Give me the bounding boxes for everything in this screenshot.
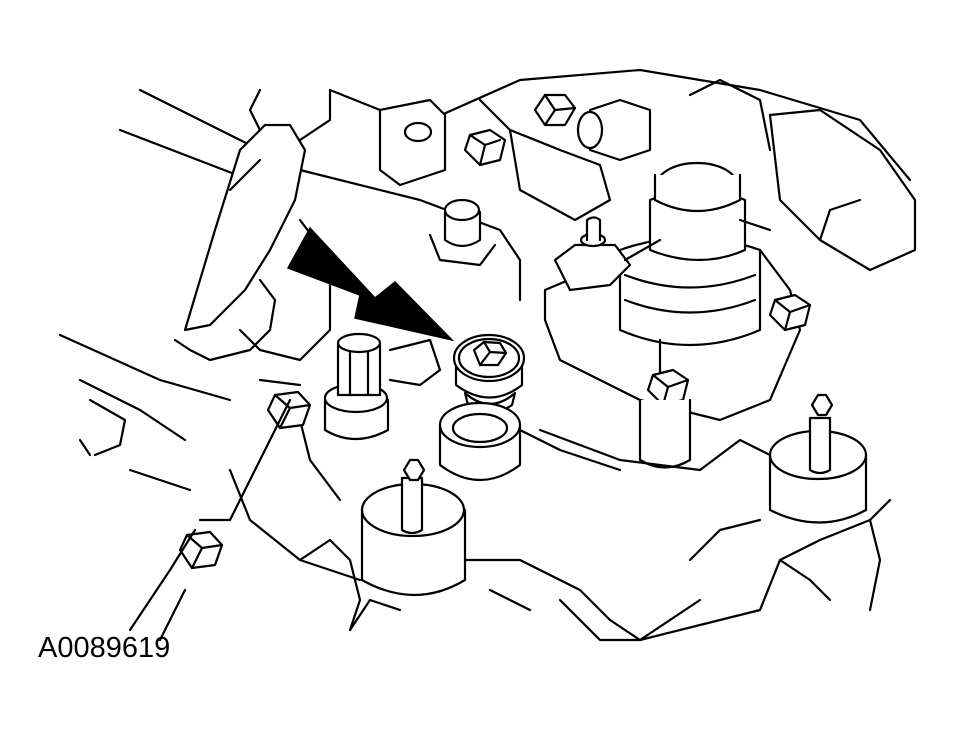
pointer-arrow	[288, 228, 452, 340]
upper-mounting-boss	[380, 100, 495, 265]
stud-lower-right	[770, 395, 866, 523]
bolt-flange-right	[770, 295, 810, 330]
bolt-top-center	[535, 95, 575, 125]
right-bracket	[690, 80, 915, 270]
hex-fitting	[325, 334, 440, 439]
figure-reference-label: A0089619	[38, 632, 171, 664]
lever-arm	[175, 125, 305, 360]
actuator-assembly	[510, 100, 800, 420]
bolt-left-lower	[180, 400, 290, 568]
seal-ring	[440, 403, 520, 480]
lower-manifold	[300, 430, 890, 640]
stud-lower-center	[362, 460, 465, 595]
drain-plug	[454, 335, 524, 413]
bolt-flange-center	[640, 370, 690, 468]
lower-left-strap	[80, 400, 195, 640]
bolt-top-left	[465, 130, 505, 165]
bolt-left-middle	[260, 380, 310, 428]
